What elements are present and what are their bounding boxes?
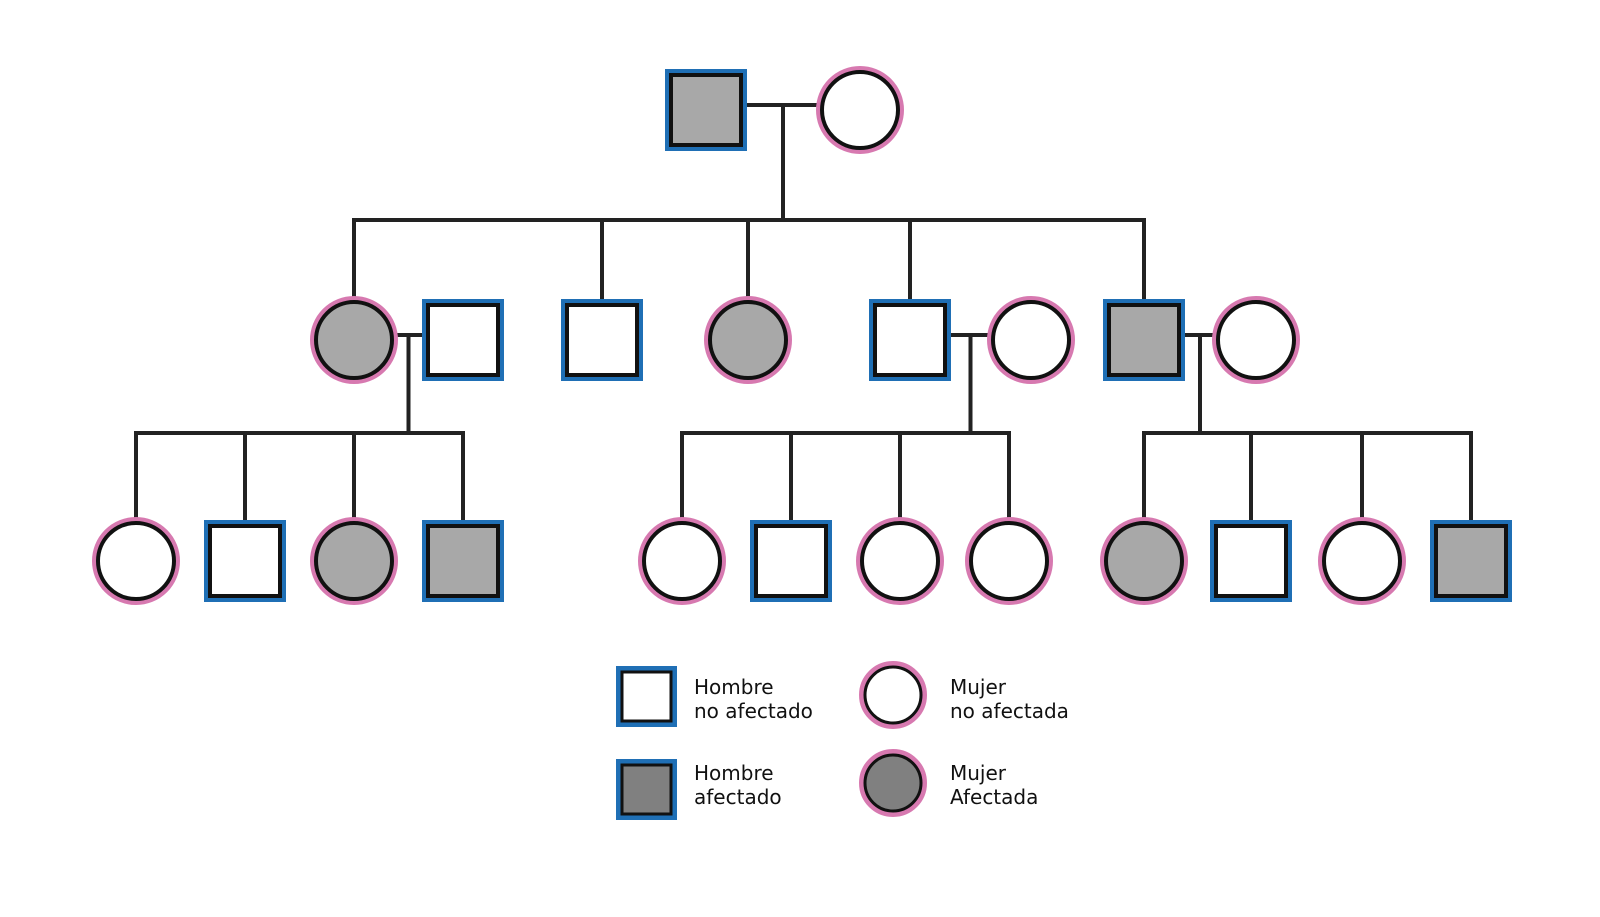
individual-iii-3 xyxy=(310,517,398,605)
symbol-inner-border xyxy=(208,524,282,598)
legend-symbol-female-affected xyxy=(859,749,927,817)
symbol-inner-border xyxy=(314,300,394,380)
individual-ii-5-spouse xyxy=(1212,296,1300,384)
symbol-inner-border xyxy=(873,303,947,377)
symbol-inner-border xyxy=(426,524,500,598)
individual-ii-1-spouse xyxy=(422,299,504,381)
unaffected-male-symbol xyxy=(869,299,951,381)
legend-label-line1: Mujer xyxy=(950,675,1007,699)
legend-label-line2: Afectada xyxy=(950,785,1038,809)
affected-male-symbol xyxy=(665,69,747,151)
symbol-inner-border xyxy=(1107,303,1181,377)
symbol-inner-border xyxy=(1104,521,1184,601)
individual-ii-3 xyxy=(704,296,792,384)
unaffected-female-symbol xyxy=(1318,517,1406,605)
individual-ii-5 xyxy=(1103,299,1185,381)
legend-item-male-affected: Hombre afectado xyxy=(616,759,782,820)
individual-iii-4 xyxy=(422,520,504,602)
affected-male-symbol xyxy=(1103,299,1185,381)
affected-male-symbol xyxy=(422,520,504,602)
individual-ii-4 xyxy=(869,299,951,381)
individual-i-2 xyxy=(816,66,904,154)
individual-iii-11 xyxy=(1318,517,1406,605)
legend-item-male-unaffected: Hombre no afectado xyxy=(616,666,813,727)
symbol-inner-border xyxy=(565,303,639,377)
affected-female-symbol xyxy=(704,296,792,384)
individual-iii-8 xyxy=(965,517,1053,605)
individual-iii-10 xyxy=(1210,520,1292,602)
symbol-inner-border xyxy=(1214,524,1288,598)
legend-item-female-unaffected: Mujer no afectada xyxy=(859,661,1069,729)
unaffected-female-symbol xyxy=(92,517,180,605)
legend-symbol-male-unaffected xyxy=(616,666,677,727)
unaffected-male-symbol xyxy=(1210,520,1292,602)
legend-label-line1: Hombre xyxy=(694,675,774,699)
symbol-inner-border xyxy=(860,521,940,601)
symbol-inner-border xyxy=(426,303,500,377)
symbol-inner-border xyxy=(820,70,900,150)
symbol-inner-border xyxy=(314,521,394,601)
unaffected-male-symbol xyxy=(422,299,504,381)
symbol-inner-border xyxy=(708,300,788,380)
symbol-inner-border xyxy=(1322,521,1402,601)
individual-iii-5 xyxy=(638,517,726,605)
legend-label-line2: no afectada xyxy=(950,699,1069,723)
legend-symbol-female-unaffected xyxy=(859,661,927,729)
unaffected-male-symbol xyxy=(750,520,832,602)
affected-male-symbol xyxy=(1430,520,1512,602)
legend-symbol-male-affected xyxy=(616,759,677,820)
individual-ii-1 xyxy=(310,296,398,384)
individual-i-1 xyxy=(665,69,747,151)
legend: Hombre no afectado Mujer no afectada Hom… xyxy=(616,661,1069,820)
individual-ii-4-spouse xyxy=(987,296,1075,384)
unaffected-male-symbol xyxy=(561,299,643,381)
symbol-inner-border xyxy=(1434,524,1508,598)
individual-iii-12 xyxy=(1430,520,1512,602)
symbol-inner-border xyxy=(991,300,1071,380)
legend-item-female-affected: Mujer Afectada xyxy=(859,749,1038,817)
individual-iii-1 xyxy=(92,517,180,605)
affected-female-symbol xyxy=(310,517,398,605)
unaffected-female-symbol xyxy=(638,517,726,605)
legend-label-line1: Hombre xyxy=(694,761,774,785)
legend-label-line2: afectado xyxy=(694,785,782,809)
unaffected-female-symbol xyxy=(965,517,1053,605)
individual-ii-2 xyxy=(561,299,643,381)
unaffected-female-symbol xyxy=(856,517,944,605)
symbol-inner-border xyxy=(642,521,722,601)
individual-iii-2 xyxy=(204,520,286,602)
individual-iii-9 xyxy=(1100,517,1188,605)
individual-iii-7 xyxy=(856,517,944,605)
unaffected-male-symbol xyxy=(204,520,286,602)
symbol-inner-border xyxy=(969,521,1049,601)
pedigree-lines xyxy=(134,103,1473,525)
symbol-inner-border xyxy=(754,524,828,598)
individual-iii-6 xyxy=(750,520,832,602)
unaffected-female-symbol xyxy=(1212,296,1300,384)
legend-label-line2: no afectado xyxy=(694,699,813,723)
unaffected-female-symbol xyxy=(816,66,904,154)
unaffected-female-symbol xyxy=(987,296,1075,384)
pedigree-symbols xyxy=(92,66,1512,605)
symbol-inner-border xyxy=(96,521,176,601)
legend-label-line1: Mujer xyxy=(950,761,1007,785)
affected-female-symbol xyxy=(1100,517,1188,605)
symbol-inner-border xyxy=(1216,300,1296,380)
affected-female-symbol xyxy=(310,296,398,384)
symbol-inner-border xyxy=(669,73,743,147)
